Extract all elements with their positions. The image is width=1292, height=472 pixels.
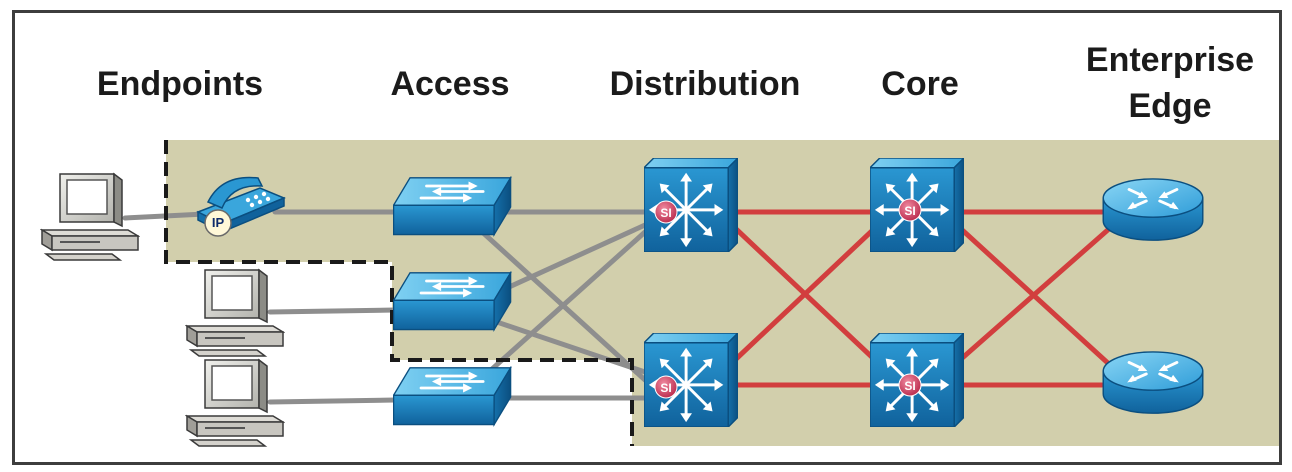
ip-phone-icon: IP	[197, 176, 285, 237]
heading-enterprise-edge-line2: Edge	[1128, 87, 1212, 125]
core-switch-icon: SI	[870, 158, 964, 252]
access-switch-icon	[393, 271, 512, 331]
router-icon	[1101, 177, 1205, 242]
heading-endpoints: Endpoints	[96, 65, 264, 103]
heading-core: Core	[881, 65, 959, 103]
link-access3-dist1	[479, 229, 648, 381]
si-badge: SI	[904, 379, 915, 393]
heading-distribution: Distribution	[609, 65, 801, 103]
si-badge: SI	[660, 381, 671, 395]
distribution-switch-icon: SI	[644, 158, 738, 252]
endpoint-domain-boundary	[164, 140, 634, 446]
router-icon	[1101, 350, 1205, 415]
link-pc2-access2	[267, 307, 398, 315]
link-dist2-core1	[732, 225, 878, 363]
si-badge: SI	[904, 204, 915, 218]
distribution-switch-icon: SI	[644, 333, 738, 427]
access-switch-icon	[393, 366, 512, 426]
access-links	[122, 209, 648, 405]
core-switch-icon: SI	[870, 333, 964, 427]
link-access2-dist1	[482, 222, 648, 301]
link-access2-dist2	[482, 315, 648, 375]
link-pc3-access3	[267, 397, 398, 405]
link-core2-edge1	[957, 225, 1113, 363]
redundant-links	[732, 209, 1113, 388]
heading-enterprise-edge-line1: Enterprise	[1085, 41, 1255, 79]
access-switch-icon	[393, 176, 512, 236]
ip-phone-badge: IP	[212, 215, 225, 230]
heading-access: Access	[390, 65, 510, 103]
si-badge: SI	[660, 206, 671, 220]
